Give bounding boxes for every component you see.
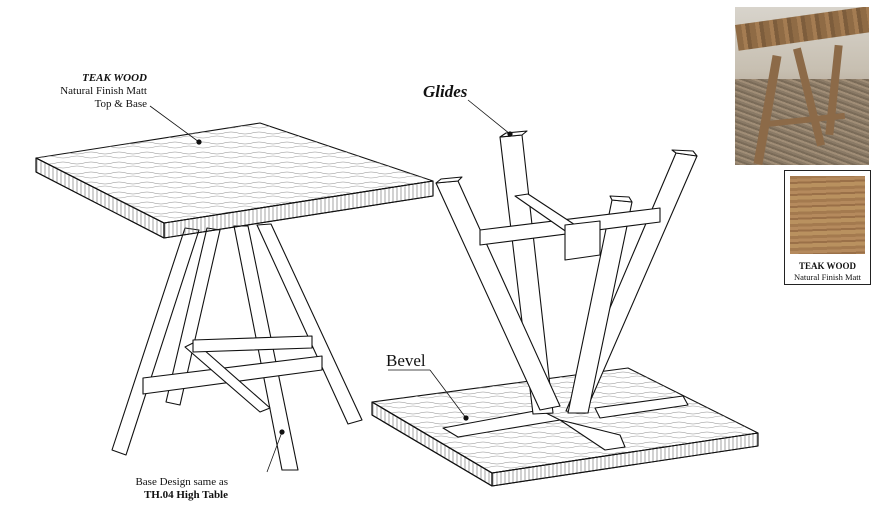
material-swatch-card: TEAK WOOD Natural Finish Matt — [784, 170, 871, 285]
leader-lines-left — [149, 105, 285, 473]
base-design-note: Base Design same as TH.04 High Table — [135, 476, 228, 502]
leader-lines-right — [388, 99, 513, 421]
assembled-table — [35, 122, 434, 471]
material-callout-title: TEAK WOOD — [82, 72, 147, 84]
teak-wood-swatch — [790, 176, 865, 254]
bevel-label: Bevel — [386, 351, 426, 370]
material-callout-parts: Top & Base — [94, 98, 147, 110]
base-note-line2: TH.04 High Table — [143, 489, 228, 501]
glides-label: Glides — [423, 82, 468, 101]
material-callout-finish: Natural Finish Matt — [60, 85, 147, 97]
material-callout: TEAK WOOD Natural Finish Matt Top & Base — [60, 72, 147, 111]
base-note-line1: Base Design same as — [135, 476, 228, 488]
table-legs — [111, 223, 363, 471]
swatch-subtitle: Natural Finish Matt — [793, 272, 862, 282]
inverted-table — [371, 130, 759, 487]
reference-photo — [735, 7, 869, 165]
swatch-title: TEAK WOOD — [798, 261, 857, 271]
